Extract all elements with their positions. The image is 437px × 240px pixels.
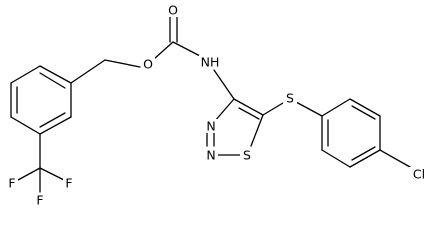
atom-cl: Cl [413, 167, 425, 182]
atom-s-thioether: S [286, 91, 294, 106]
bond-oester-ch2 [104, 59, 141, 68]
bond-cp-1 [321, 98, 351, 117]
bond-ring-cl [379, 149, 411, 168]
bond-c-nh [172, 41, 203, 58]
bond-bz-4 [10, 116, 41, 135]
bond-nh-c4 [213, 69, 235, 100]
atom-o-ester: O [143, 57, 153, 72]
bond-c5-sthio [262, 102, 284, 116]
bond-bz-1d [39, 72, 66, 89]
atom-o-carbonyl: O [168, 3, 178, 18]
atom-s-ring: S [243, 148, 251, 163]
bond-cp-2 [349, 98, 381, 117]
bond-bz-2 [10, 65, 41, 84]
atom-labels: O O NH S S N N Cl F F F [6, 3, 429, 208]
bond-c5-sring [250, 114, 264, 147]
bond-cp-5 [321, 149, 351, 168]
atom-f2: F [8, 176, 15, 191]
chemical-structure: O O NH S S N N Cl F F F [6, 2, 429, 208]
atom-f1: F [65, 176, 72, 191]
bond-c4-c5-a [233, 98, 264, 116]
bond-ch2-ring [70, 59, 106, 84]
bond-n3-c4 [213, 98, 235, 123]
bond-bz-5 [39, 116, 72, 135]
atom-f3: F [36, 193, 43, 208]
bond-c-oester [153, 41, 174, 60]
bond-sthio-ring [295, 101, 323, 117]
bond-c-f1 [39, 167, 65, 181]
bond-bz-5d [39, 112, 66, 128]
atom-n2: N [206, 148, 215, 163]
atom-n3: N [206, 119, 215, 134]
bond-c-f2 [17, 167, 41, 181]
atom-nh: NH [201, 55, 220, 70]
bond-cp-2d [351, 105, 376, 120]
bond-cp-4d [351, 146, 376, 161]
bonds [10, 14, 411, 193]
bond-bz-1 [39, 65, 72, 84]
bond-cp-4 [349, 149, 381, 168]
bond-c4-c5-b [238, 107, 260, 120]
